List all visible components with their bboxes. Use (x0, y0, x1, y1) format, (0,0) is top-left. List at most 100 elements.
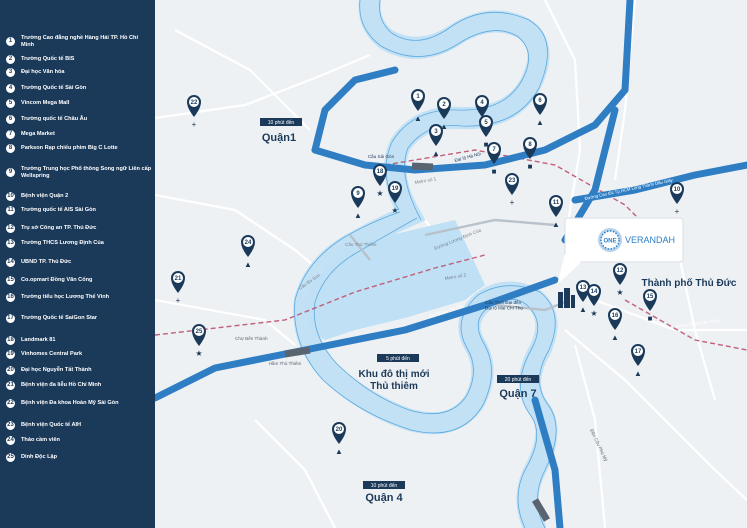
pin-number: 5 (484, 120, 488, 126)
legend-label: Trường Trung học Phổ thông Song ngữ Liên… (21, 166, 152, 179)
area-quan1: 10 phút đến Quận1 (260, 118, 302, 144)
legend-label: Trụ sở Công an TP. Thủ Đức (21, 225, 97, 232)
map-pin-23[interactable]: 23+ (505, 173, 519, 207)
pin-number: 11 (553, 200, 560, 206)
svg-text:Hầm Thủ Thiêm: Hầm Thủ Thiêm (269, 360, 302, 366)
legend-label: Dinh Độc Lập (21, 454, 58, 461)
pin-number: 22 (191, 100, 198, 106)
pin-number: 15 (647, 294, 654, 300)
pin-face (615, 265, 625, 275)
map-pin-16[interactable]: 16▲ (608, 308, 622, 342)
svg-text:Đại lộ Hà Nội: Đại lộ Hà Nội (454, 151, 481, 163)
legend-number: 4 (6, 84, 15, 93)
pin-face (589, 286, 599, 296)
map-pin-25[interactable]: 25★ (192, 324, 206, 358)
map-pin-11[interactable]: 11 ▲ (549, 195, 563, 229)
map-pin-7[interactable]: 7■ (487, 142, 501, 176)
pin-face (535, 95, 545, 105)
map-pin-14[interactable]: 14★ (587, 284, 601, 318)
river-contours (294, 0, 557, 528)
legend-label: Đại học Nguyễn Tất Thành (21, 367, 92, 374)
pin-face (194, 326, 204, 336)
location-map: 10 phút đến Quận1 5 phút đến Khu đô thị … (155, 0, 747, 528)
legend-number: 18 (6, 336, 15, 345)
map-pin-19[interactable]: 19★ (388, 181, 402, 215)
svg-text:Metro số 2: Metro số 2 (444, 272, 467, 281)
pin-number: 8 (528, 142, 532, 148)
shopping-icon: ■ (648, 314, 653, 323)
svg-text:Quận 7: Quận 7 (499, 388, 536, 400)
pin-number: 17 (635, 349, 642, 355)
map-pin-6[interactable]: 6▲ (533, 93, 547, 127)
pin-face (431, 126, 441, 136)
landmark-icon: ★ (391, 206, 398, 215)
pin-face (375, 166, 385, 176)
map-pin-3[interactable]: 3▲ (429, 124, 443, 158)
legend-number: 19 (6, 350, 15, 359)
pin-face (413, 91, 423, 101)
map-pin-1[interactable]: 1▲ (411, 89, 425, 123)
legend-label: Bệnh viện Đa khoa Hoàn Mỹ Sài Gòn (21, 400, 119, 407)
pin-number: 9 (356, 191, 360, 197)
pin-face (525, 139, 535, 149)
map-pin-10[interactable]: 10+ (670, 182, 684, 216)
map-pin-21[interactable]: 21+ (171, 271, 185, 305)
map-pin-8[interactable]: 8■ (523, 137, 537, 171)
legend-item-25: 25 Dinh Độc Lập (6, 453, 152, 462)
legend-number: 17 (6, 314, 15, 323)
map-pin-17[interactable]: 17▲ (631, 344, 645, 378)
legend-number: 22 (6, 399, 15, 408)
map-pin-9[interactable]: 9▲ (351, 186, 365, 220)
legend-label: Vincom Mega Mall (21, 100, 70, 107)
shopping-icon: ■ (528, 162, 533, 171)
map-pin-18[interactable]: 18★ (373, 164, 387, 198)
map-pin-12[interactable]: 12★ (613, 263, 627, 297)
school-icon: ▲ (354, 211, 362, 220)
legend-number: 12 (6, 224, 15, 233)
legend-number: 9 (6, 168, 15, 178)
map-pin-13[interactable]: 13▲ (576, 280, 590, 314)
map-pin-2[interactable]: 2▲ (437, 97, 451, 131)
hospital-icon: + (176, 296, 181, 305)
legend-number: 10 (6, 192, 15, 201)
map-pin-15[interactable]: 15 ■ (643, 289, 657, 323)
pin-number: 2 (442, 102, 446, 108)
hospital-icon: + (192, 120, 197, 129)
legend-number: 24 (6, 436, 15, 445)
pin-face (489, 144, 499, 154)
pin-face (173, 273, 183, 283)
pin-face (481, 117, 491, 127)
legend-number: 8 (6, 144, 15, 153)
pin-number: 6 (538, 98, 542, 104)
legend-item-22: 22 Bệnh viện Đa khoa Hoàn Mỹ Sài Gòn (6, 399, 152, 408)
school-icon: ▲ (414, 114, 422, 123)
legend-number: 7 (6, 130, 15, 139)
school-icon: ▲ (552, 220, 560, 229)
map-pin-5[interactable]: 5■ (479, 115, 493, 149)
landmark-icon: ★ (376, 189, 383, 198)
map-pin-20[interactable]: 20▲ (332, 422, 346, 456)
pin-number: 13 (580, 285, 587, 291)
legend-number: 16 (6, 293, 15, 302)
svg-text:Cầu Sài Gòn: Cầu Sài Gòn (368, 154, 395, 159)
main-roads (155, 0, 747, 528)
map-pin-24[interactable]: 24▲ (241, 235, 255, 269)
landmark-icon: ★ (195, 349, 202, 358)
legend-number: 25 (6, 453, 15, 462)
pin-face (633, 346, 643, 356)
map-pin-22[interactable]: 22 + (187, 95, 201, 129)
school-icon: ▲ (536, 118, 544, 127)
svg-text:Cầu Thủ Thiêm: Cầu Thủ Thiêm (345, 241, 377, 247)
